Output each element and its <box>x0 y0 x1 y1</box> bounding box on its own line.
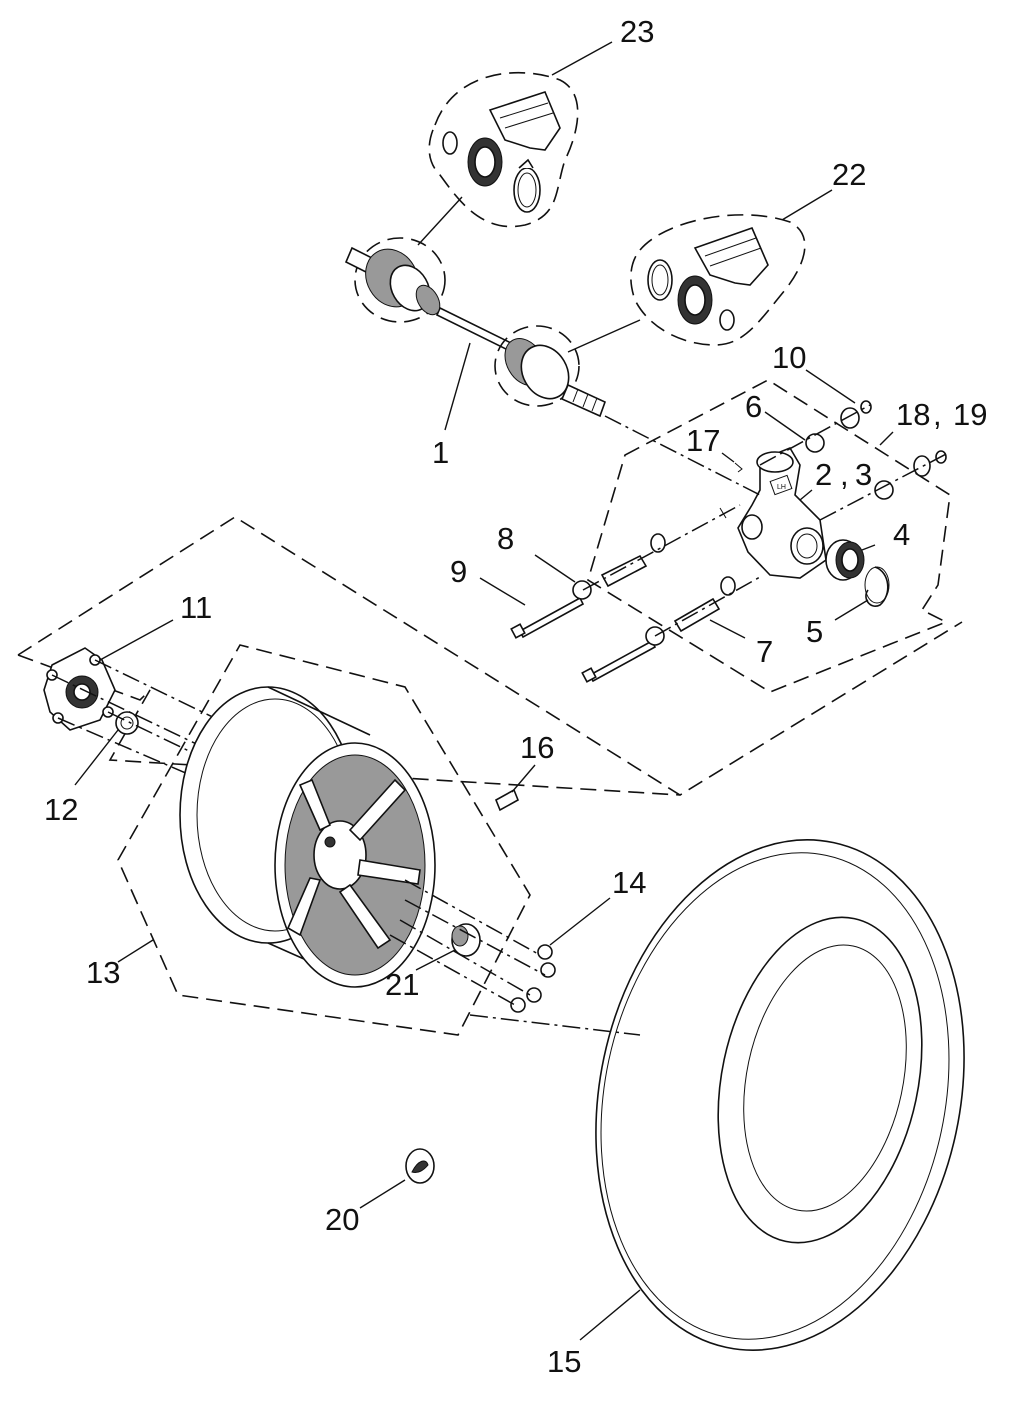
boot-kit-22 <box>630 214 806 346</box>
tire <box>469 839 965 1351</box>
callout-6: 6 <box>745 389 762 424</box>
comma-18-19: , <box>933 397 942 432</box>
callout-labels: 23 22 1 10 6 17 18 , 19 2 , 3 4 5 7 8 9 … <box>44 14 987 1379</box>
center-emblem <box>405 1148 435 1184</box>
callout-1: 1 <box>432 435 449 470</box>
callout-17: 17 <box>686 423 720 458</box>
callout-20: 20 <box>325 1202 359 1237</box>
boot-kit-23 <box>428 71 579 228</box>
callout-16: 16 <box>520 730 554 765</box>
cv-axle <box>344 237 606 418</box>
callout-9: 9 <box>450 554 467 589</box>
callout-7: 7 <box>756 634 773 669</box>
knuckle-stamp: LH <box>777 484 786 491</box>
callout-15: 15 <box>547 1344 581 1379</box>
callout-4: 4 <box>893 517 910 552</box>
callout-3: 3 <box>855 457 872 492</box>
callout-8: 8 <box>497 521 514 556</box>
callout-5: 5 <box>806 614 823 649</box>
callout-18: 18 <box>896 397 930 432</box>
comma-2-3: , <box>840 457 849 492</box>
leader-lines <box>74 41 894 1341</box>
callout-23: 23 <box>620 14 654 49</box>
wheel-group <box>117 644 556 1036</box>
callout-2: 2 <box>815 457 832 492</box>
callout-13: 13 <box>86 955 120 990</box>
callout-10: 10 <box>772 340 806 375</box>
callout-14: 14 <box>612 865 646 900</box>
callout-22: 22 <box>832 157 866 192</box>
callout-11: 11 <box>180 590 212 625</box>
callout-19: 19 <box>953 397 987 432</box>
callout-12: 12 <box>44 792 78 827</box>
knuckle-group: LH <box>510 379 951 693</box>
callout-21: 21 <box>385 967 419 1002</box>
